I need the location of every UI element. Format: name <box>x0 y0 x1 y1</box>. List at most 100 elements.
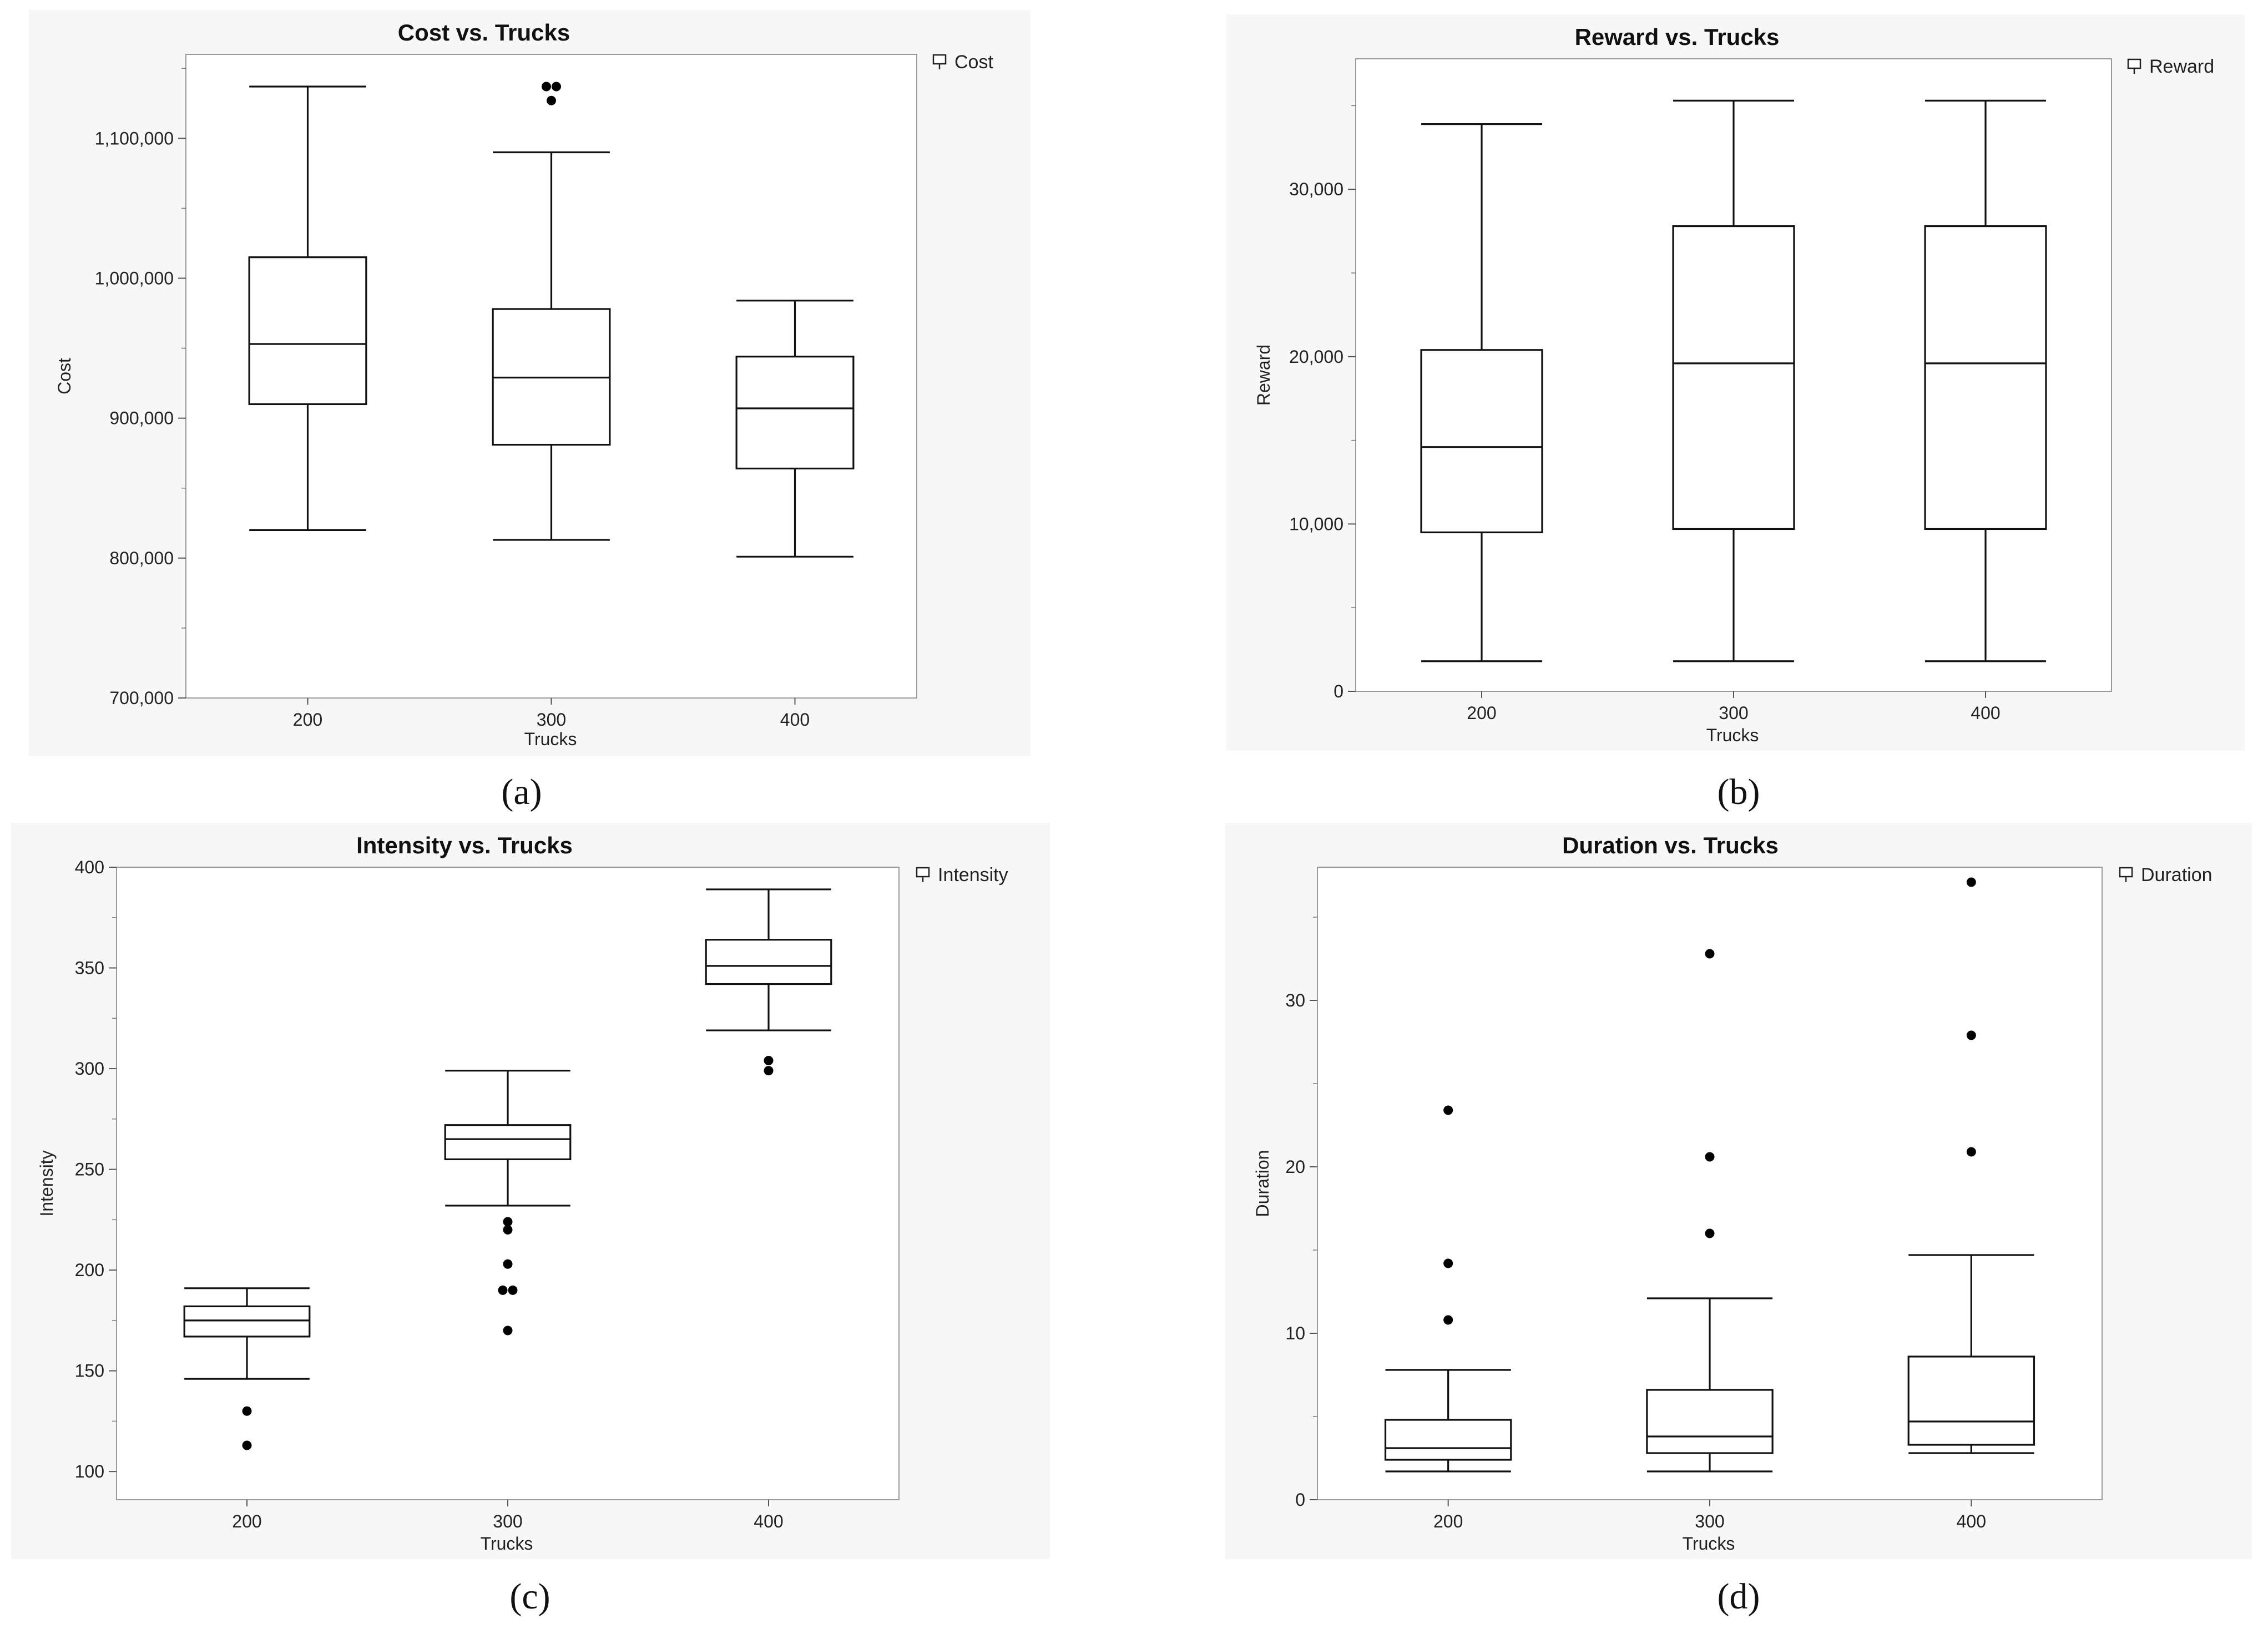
x-tick-label: 400 <box>1971 703 2000 723</box>
x-tick-label: 300 <box>1695 1511 1724 1531</box>
y-tick-label: 20 <box>1285 1157 1305 1177</box>
x-axis-label: Trucks <box>1683 1534 1735 1554</box>
iqr-box <box>444 1124 572 1161</box>
outlier-point <box>764 1066 774 1076</box>
x-tick-label: 200 <box>1433 1511 1463 1531</box>
outlier-point <box>503 1326 513 1335</box>
intensity-chart-svg: Intensity vs. Trucks 100 150 200 250 300 350 40… <box>37 832 1008 1554</box>
x-axis-label: Trucks <box>481 1534 533 1554</box>
iqr-box <box>705 939 832 985</box>
iqr-box <box>248 256 367 406</box>
box-200 <box>1384 1105 1512 1473</box>
y-tick-label: 400 <box>75 857 104 877</box>
iqr-box <box>1646 1389 1774 1454</box>
y-tick-label: 10 <box>1285 1323 1305 1343</box>
outlier-point <box>764 1056 774 1066</box>
outlier-point <box>242 1440 252 1450</box>
box-300 <box>1672 99 1795 662</box>
outlier-point <box>1705 949 1715 959</box>
iqr-box <box>1672 225 1795 530</box>
outlier-point <box>1966 1147 1976 1157</box>
x-tick-label: 200 <box>232 1511 261 1531</box>
legend-box-icon <box>932 54 947 65</box>
y-tick-label: 0 <box>1333 681 1343 701</box>
cost-chart-svg: Cost vs. Trucks700,000800,000900,0001,00… <box>54 19 993 749</box>
chart-title: Duration vs. Trucks <box>1562 832 1779 858</box>
y-tick-label: 0 <box>1295 1490 1305 1510</box>
legend-label: Reward <box>2149 56 2214 77</box>
x-tick-label: 200 <box>1467 703 1496 723</box>
box-200 <box>183 1287 311 1450</box>
outlier-point <box>503 1259 513 1269</box>
legend-box-icon <box>2119 867 2133 878</box>
iqr-box <box>183 1305 311 1338</box>
caption-c: (c) <box>509 1576 550 1617</box>
y-tick-label: 700,000 <box>109 688 174 708</box>
caption-a: (a) <box>501 772 542 812</box>
y-axis-label: Cost <box>54 358 74 394</box>
y-tick-label: 20,000 <box>1289 347 1343 367</box>
iqr-box <box>1924 225 2047 530</box>
legend-box-icon <box>916 867 930 878</box>
box-400 <box>1907 877 2035 1454</box>
chart-title: Reward vs. Trucks <box>1575 24 1780 50</box>
outlier-point <box>547 95 556 105</box>
caption-d: (d) <box>1717 1576 1760 1617</box>
x-tick-label: 400 <box>754 1511 783 1531</box>
x-tick-label: 400 <box>780 710 810 730</box>
y-tick-label: 30 <box>1285 990 1305 1010</box>
y-tick-label: 150 <box>75 1361 104 1381</box>
x-tick-label: 200 <box>293 710 322 730</box>
outlier-point <box>1966 1030 1976 1040</box>
outlier-point <box>1443 1315 1453 1325</box>
outlier-point <box>552 82 561 92</box>
y-tick-label: 300 <box>75 1059 104 1079</box>
box-200 <box>1420 123 1543 662</box>
y-axis-label: Intensity <box>37 1150 57 1216</box>
y-tick-label: 350 <box>75 958 104 978</box>
y-tick-label: 200 <box>75 1260 104 1280</box>
box-300 <box>1646 949 1774 1473</box>
legend-label: Intensity <box>938 864 1008 886</box>
outlier-point <box>1705 1152 1715 1162</box>
legend-label: Cost <box>954 52 993 73</box>
iqr-box <box>1907 1355 2035 1446</box>
outlier-point <box>498 1285 508 1295</box>
legend-label: Duration <box>2141 864 2213 886</box>
outlier-point <box>542 82 551 92</box>
y-axis-label: Duration <box>1252 1150 1272 1217</box>
caption-b: (b) <box>1717 772 1760 812</box>
y-tick-label: 900,000 <box>109 408 174 428</box>
x-tick-label: 300 <box>537 710 566 730</box>
chart-title: Cost vs. Trucks <box>398 19 570 45</box>
x-tick-label: 300 <box>1719 703 1748 723</box>
outlier-point <box>503 1225 513 1235</box>
y-tick-label: 100 <box>75 1461 104 1481</box>
duration-chart-svg: Duration vs. Trucks 0 10 20 30 200 300 400Truck… <box>1252 832 2213 1554</box>
box-300 <box>444 1070 572 1335</box>
y-tick-label: 250 <box>75 1160 104 1180</box>
chart-panel-intensity: Intensity vs. Trucks 100 150 200 250 300 350 40… <box>11 823 1050 1559</box>
outlier-point <box>1705 1228 1715 1238</box>
x-tick-label: 300 <box>493 1511 522 1531</box>
outlier-point <box>508 1285 518 1295</box>
box-200 <box>248 85 367 531</box>
box-300 <box>492 82 611 541</box>
x-axis-label: Trucks <box>524 729 577 749</box>
iqr-box <box>735 356 855 470</box>
y-axis-label: Reward <box>1254 345 1274 406</box>
x-axis-label: Trucks <box>1706 725 1759 745</box>
box-400 <box>735 300 855 558</box>
chart-title: Intensity vs. Trucks <box>356 832 573 858</box>
x-tick-label: 400 <box>1957 1511 1986 1531</box>
box-400 <box>1924 99 2047 662</box>
y-tick-label: 800,000 <box>109 548 174 568</box>
iqr-box <box>1420 349 1543 534</box>
legend-box-icon <box>2127 58 2141 69</box>
y-tick-label: 1,100,000 <box>95 128 174 148</box>
y-tick-label: 10,000 <box>1289 514 1343 534</box>
